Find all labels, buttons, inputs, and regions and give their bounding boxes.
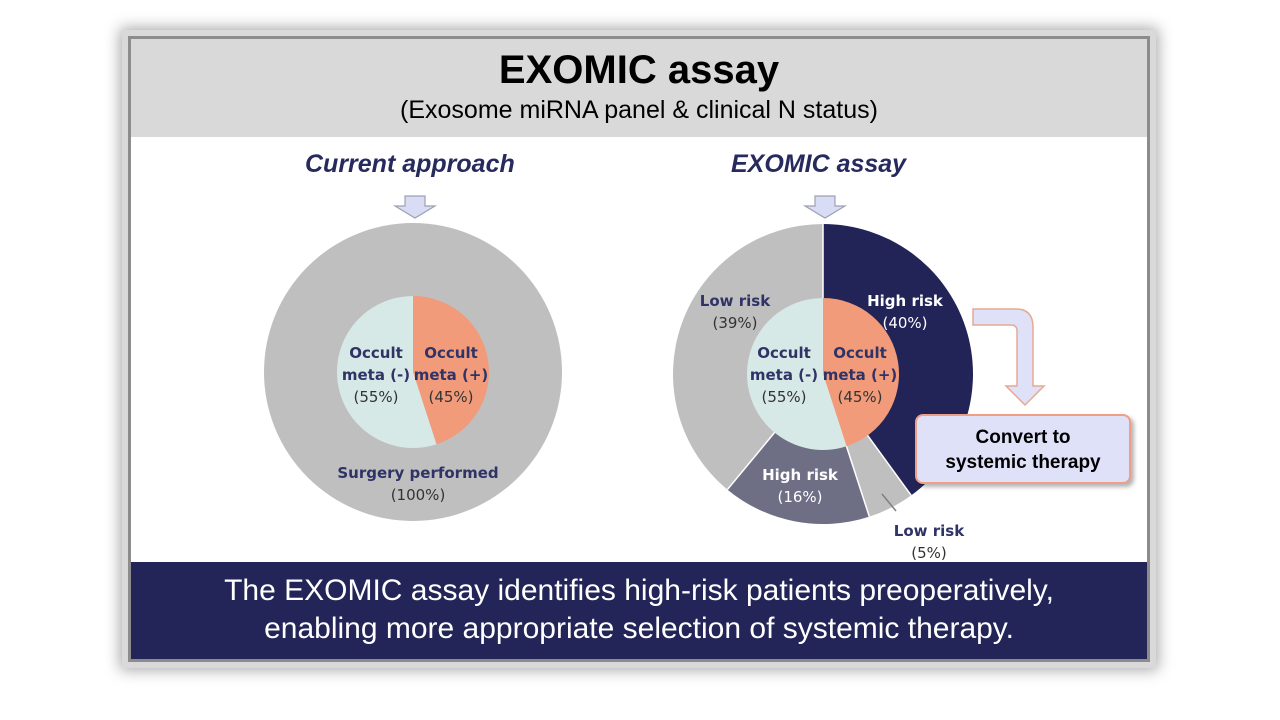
- left-inner-slice-1: [336, 296, 437, 448]
- left-occult-neg-value: (55%): [353, 388, 398, 406]
- left-occult-neg-label-2: meta (-): [342, 366, 410, 384]
- convert-callout-line2: systemic therapy: [945, 452, 1101, 473]
- right-high-risk-40-value: (40%): [882, 314, 927, 332]
- left-occult-neg-label-1: Occult: [349, 344, 403, 362]
- left-surgery-value: (100%): [391, 486, 446, 504]
- right-occult-pos-label-1: Occult: [833, 344, 887, 362]
- right-occult-neg-label-1: Occult: [757, 344, 811, 362]
- low-risk-leader-line: [881, 493, 897, 512]
- right-outer-slice-3: [673, 224, 823, 490]
- right-occult-neg-value: (55%): [761, 388, 806, 406]
- convert-callout: Convert to systemic therapy: [915, 414, 1131, 484]
- right-low-risk-39-value: (39%): [712, 314, 757, 332]
- right-inner-slice-1: [747, 298, 847, 451]
- right-high-risk-16-label: High risk: [762, 466, 839, 484]
- convert-callout-line1: Convert to: [975, 427, 1071, 448]
- slide-frame: EXOMIC assay (Exosome miRNA panel & clin…: [128, 36, 1150, 662]
- bent-arrow: [972, 308, 1046, 407]
- slide-footer: The EXOMIC assay identifies high-risk pa…: [131, 562, 1147, 659]
- left-surgery-label: Surgery performed: [337, 464, 498, 482]
- slide-header: EXOMIC assay (Exosome miRNA panel & clin…: [131, 39, 1147, 137]
- footer-line2: enabling more appropriate selection of s…: [264, 612, 1014, 645]
- left-occult-pos-label-2: meta (+): [414, 366, 489, 384]
- right-high-risk-40-label: High risk: [867, 292, 944, 310]
- right-panel-title: EXOMIC assay: [731, 150, 907, 178]
- left-occult-pos-label-1: Occult: [424, 344, 478, 362]
- footer-line1: The EXOMIC assay identifies high-risk pa…: [224, 574, 1054, 607]
- slide-subtitle: (Exosome miRNA panel & clinical N status…: [400, 96, 878, 124]
- right-occult-pos-value: (45%): [837, 388, 882, 406]
- left-panel-title: Current approach: [305, 150, 515, 178]
- right-inner-slice-0: [823, 298, 899, 447]
- right-low-risk-39-label: Low risk: [700, 292, 771, 310]
- right-down-arrow: [802, 195, 848, 219]
- pie-diagrams: Occult meta (+) (45%) Occult meta (-) (55%) Su…: [264, 195, 1046, 562]
- right-occult-pos-label-2: meta (+): [823, 366, 898, 384]
- left-inner-slice-0: [413, 296, 489, 445]
- left-occult-pos-value: (45%): [428, 388, 473, 406]
- slide-title: EXOMIC assay: [498, 48, 780, 92]
- left-down-arrow: [392, 195, 438, 219]
- right-low-risk-5-label: Low risk: [894, 522, 965, 540]
- right-occult-neg-label-2: meta (-): [750, 366, 818, 384]
- right-low-risk-5-value: (5%): [911, 544, 947, 562]
- right-high-risk-16-value: (16%): [777, 488, 822, 506]
